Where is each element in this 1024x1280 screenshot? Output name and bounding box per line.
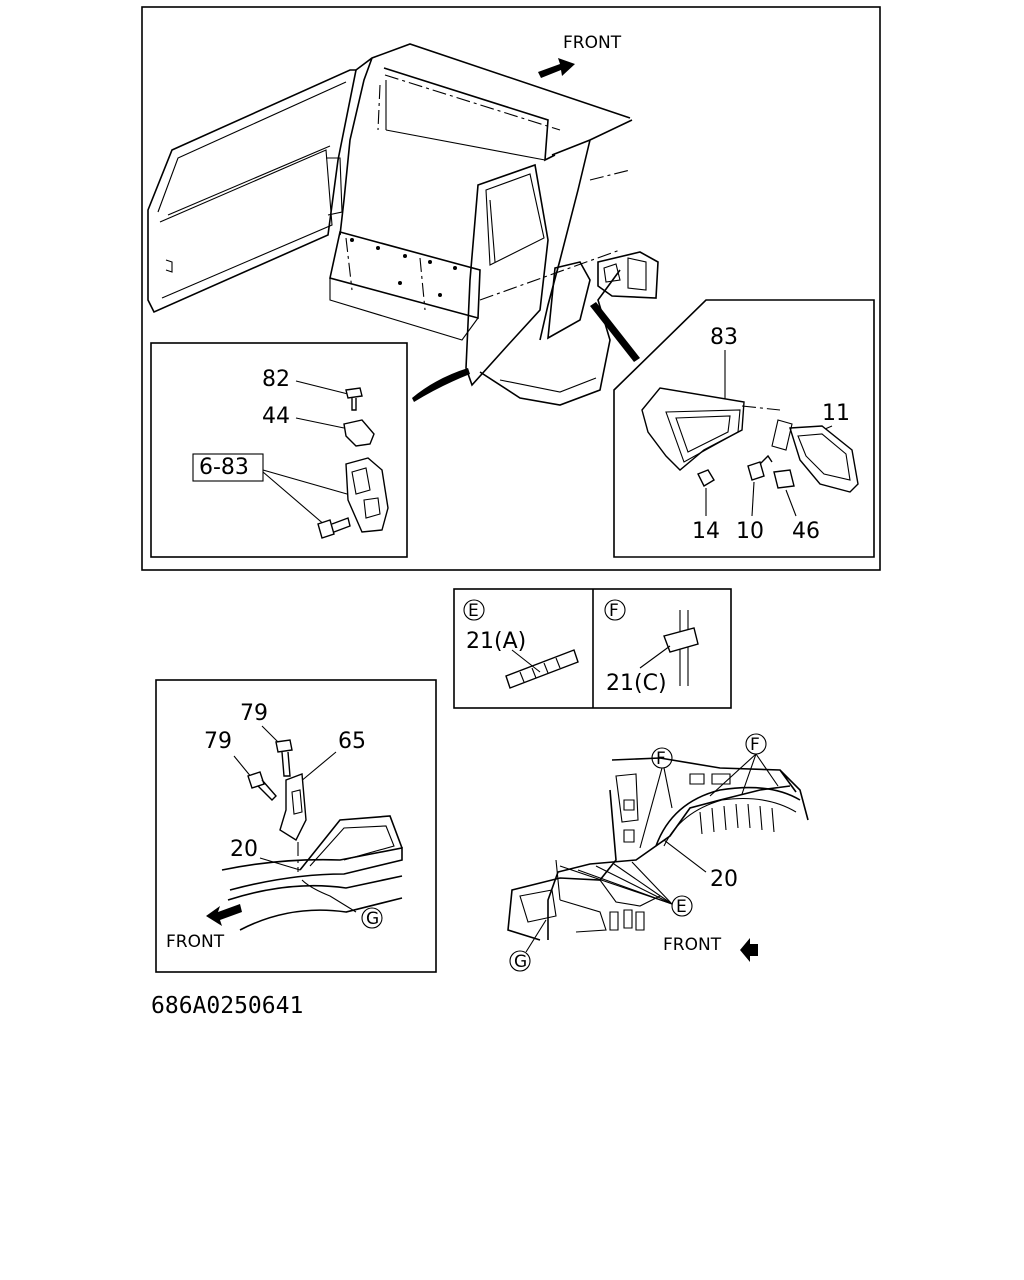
detail-E: E 21(A) [463, 599, 579, 689]
bolt-82-icon [345, 387, 363, 411]
label-44: 44 [262, 404, 290, 429]
lamp-housing-83-icon [641, 387, 745, 471]
figure-code: 686A0250641 [151, 993, 303, 1019]
front-label-top: FRONT [563, 33, 622, 53]
front-label-harness: FRONT [663, 935, 722, 955]
lamp-lens-11-icon [789, 425, 859, 493]
hinge-bracket [597, 251, 659, 299]
marker-G-circle-floor [361, 907, 383, 929]
marker-F2: F [750, 735, 760, 755]
marker-E-harness: E [676, 897, 687, 917]
label-83: 83 [710, 325, 738, 350]
front-arrow-icon [538, 58, 575, 78]
bolt-6-83-icon [317, 517, 351, 539]
wheel-arch [655, 786, 801, 847]
label-21C: 21(C) [606, 671, 667, 696]
label-14: 14 [692, 519, 720, 544]
screw-79-left-icon [247, 771, 277, 801]
floor-bracket-parts: 79 79 65 20 G FRONT [166, 701, 403, 952]
marker-F1: F [656, 749, 666, 769]
label-11: 11 [822, 401, 850, 426]
clip-46-icon [773, 469, 795, 489]
label-10: 10 [736, 519, 764, 544]
label-79-top: 79 [240, 701, 268, 726]
screw-10-icon [747, 454, 773, 481]
plate-44-icon [343, 419, 375, 447]
front-indicator-top: FRONT [538, 33, 622, 78]
marker-F: F [609, 601, 619, 621]
clamp-21A-icon [505, 649, 579, 689]
floor-bracket-detail-frame [155, 679, 437, 973]
marker-G-harness: G [514, 952, 527, 972]
marker-E-circle-harness [671, 895, 693, 917]
vehicle-rear-illustration [147, 43, 659, 406]
front-label-floor: FRONT [166, 932, 225, 952]
label-46: 46 [792, 519, 820, 544]
harness-routing-view: F F 20 E G FRONT [507, 733, 809, 972]
marker-E: E [468, 601, 479, 621]
label-21A: 21(A) [466, 629, 526, 654]
label-20-floor: 20 [230, 837, 258, 862]
door-striker-detail-frame [150, 342, 408, 558]
marker-G-circle-harness [509, 950, 531, 972]
label-82: 82 [262, 367, 290, 392]
door-striker-parts: 82 44 6-83 [192, 367, 389, 539]
harness-20 [547, 785, 791, 940]
label-6-83-box [192, 453, 264, 482]
label-79-left: 79 [204, 729, 232, 754]
left-rear-door [147, 69, 357, 314]
right-rear-door [465, 163, 549, 387]
main-frame [141, 6, 881, 571]
marker-F-circle [604, 599, 626, 621]
marker-G-floor: G [366, 909, 379, 929]
label-6-83: 6-83 [199, 455, 249, 480]
rear-lamp-detail-frame [613, 299, 875, 558]
label-20-harness: 20 [710, 867, 738, 892]
screw-79-top-icon [275, 739, 293, 777]
front-arrow-harness-icon [740, 938, 758, 962]
striker-6-83-icon [345, 457, 389, 533]
rear-lamp-parts: 83 11 14 10 46 [641, 325, 859, 544]
bulb-14-icon [697, 469, 715, 487]
clamp-21C-icon [663, 627, 699, 653]
marker-E-circle [463, 599, 485, 621]
front-arrow-floor-icon [206, 904, 242, 926]
detail-F: F 21(C) [604, 599, 699, 696]
label-65: 65 [338, 729, 366, 754]
